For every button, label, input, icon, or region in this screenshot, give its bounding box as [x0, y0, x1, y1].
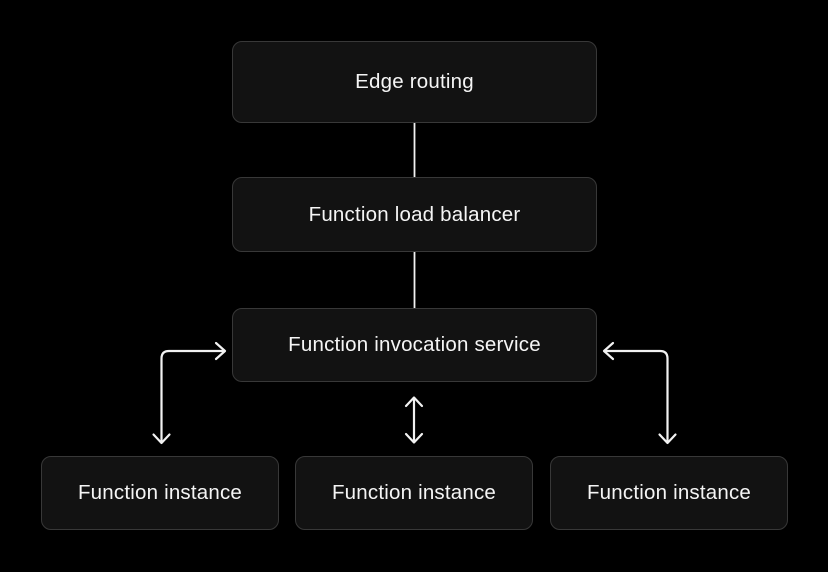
node-edge-routing-label: Edge routing [355, 70, 474, 93]
node-function-load-balancer-label: Function load balancer [308, 202, 521, 226]
node-function-instance-1-label: Function instance [77, 481, 243, 504]
node-function-invocation-service-label: Function invocation service [288, 333, 541, 356]
node-function-instance-1: Function instance [41, 456, 279, 530]
arrowhead-down-to-instance-2 [404, 432, 424, 444]
arrowhead-left-into-invocation [602, 341, 615, 361]
invocation-to-instance-3-elbow [603, 349, 669, 443]
node-function-instance-2-label: Function instance [331, 481, 497, 504]
node-function-load-balancer: Function load balancer [232, 177, 597, 252]
node-function-instance-3-label: Function instance [586, 481, 752, 504]
node-edge-routing: Edge routing [232, 41, 597, 123]
arrowhead-down-to-instance-1 [152, 433, 171, 445]
arrowhead-down-to-instance-3 [658, 433, 677, 445]
invocation-to-instance-1-elbow [160, 349, 226, 443]
node-function-instance-2: Function instance [295, 456, 533, 530]
arrowhead-up-to-invocation [404, 396, 424, 408]
node-function-instance-3: Function instance [550, 456, 788, 530]
node-function-invocation-service: Function invocation service [232, 308, 597, 382]
arrowhead-right-into-invocation [214, 341, 227, 361]
